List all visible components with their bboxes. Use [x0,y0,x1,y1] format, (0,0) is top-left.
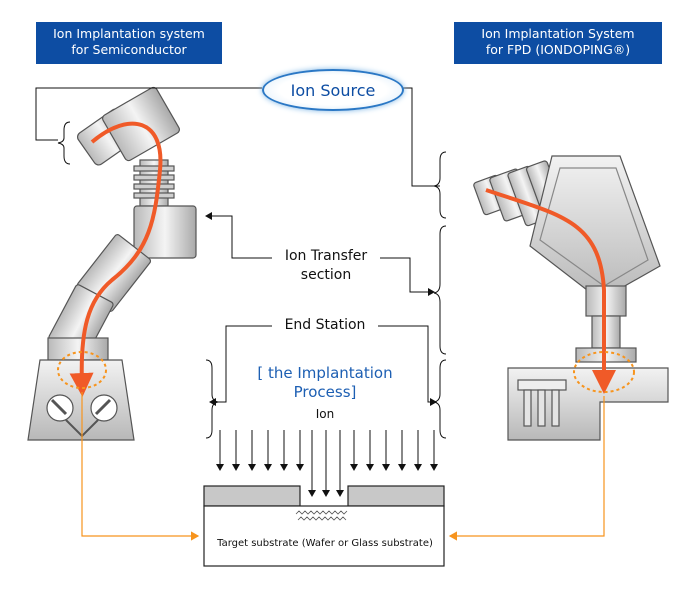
right-ion-beam [485,188,616,394]
target-substrate [203,485,445,567]
implantation-process-label: [ the Implantation Process] [232,364,418,402]
semiconductor-title: Ion Implantation system for Semiconducto… [36,22,222,64]
ion-transfer-label: Ion Transfer section [272,247,380,285]
process-line2: Process] [293,383,357,401]
right-implant-zone [573,351,635,393]
left-ion-beam [69,121,163,397]
semiconductor-title-line1: Ion Implantation system [53,26,205,41]
end-station-label: End Station [284,317,366,333]
fpd-title: Ion Implantation System for FPD (IONDOPI… [454,22,662,64]
fpd-title-line1: Ion Implantation System [481,26,635,41]
connector-lines [35,87,447,439]
fpd-title-line2: for FPD (IONDOPING®) [485,42,631,57]
semiconductor-machine [27,86,197,441]
ion-transfer-line1: Ion Transfer [284,248,368,264]
ion-source-label: Ion Source [262,69,404,111]
ion-label: Ion [315,407,335,421]
ion-arrows [216,430,438,497]
process-line1: [ the Implantation [257,364,393,382]
ion-transfer-line2: section [300,267,352,283]
semiconductor-title-line2: for Semiconductor [71,42,187,57]
substrate-label: Target substrate (Wafer or Glass substra… [217,538,433,549]
fpd-machine [473,155,669,441]
substrate-connectors [81,392,605,541]
left-implant-zone [57,351,107,389]
